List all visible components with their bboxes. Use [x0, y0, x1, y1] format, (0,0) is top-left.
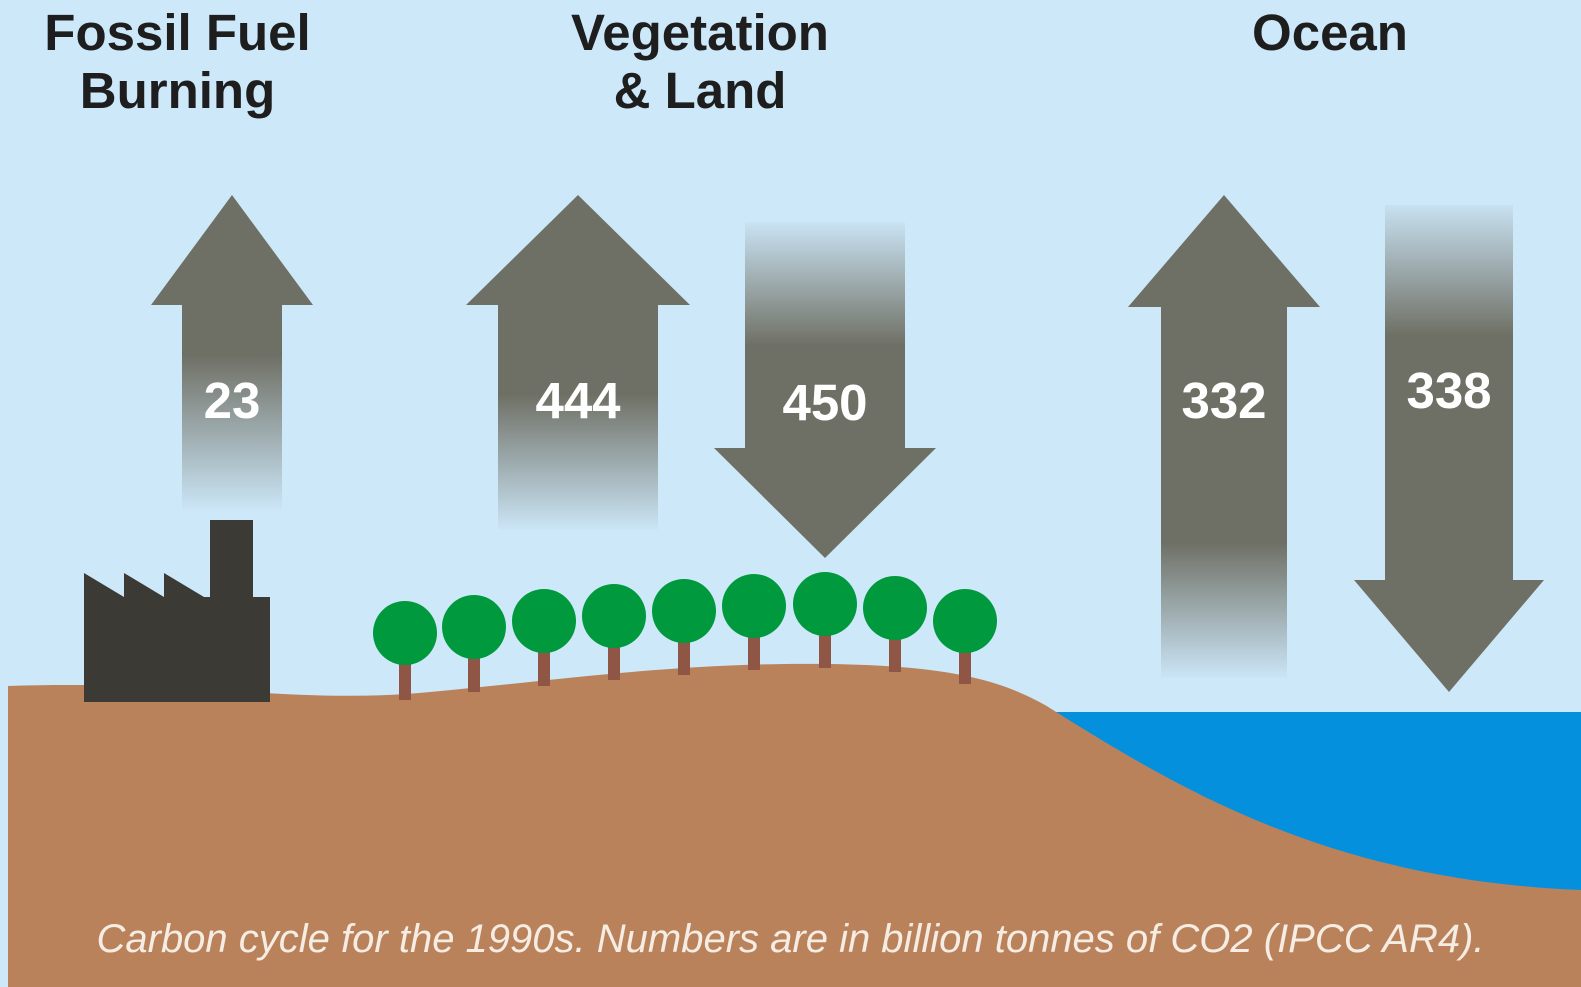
tree-icon [442, 595, 506, 692]
ocean-heading-line-1: Ocean [1252, 4, 1408, 61]
vegetation-heading-line-2: & Land [613, 62, 787, 119]
vegetation-land-heading: Vegetation & Land [480, 4, 920, 120]
factory-building [84, 573, 270, 702]
vegetation-heading-line-1: Vegetation [571, 4, 829, 61]
tree-canopy [722, 574, 786, 638]
fossil-fuel-heading-line-1: Fossil Fuel [44, 4, 311, 61]
tree-row [373, 572, 997, 700]
tree-canopy [442, 595, 506, 659]
tree-canopy [863, 576, 927, 640]
tree-canopy [933, 589, 997, 653]
vegetation-down-arrow: 450 [714, 222, 936, 558]
tree-icon [373, 601, 437, 700]
tree-canopy [582, 584, 646, 648]
vegetation-down-label: 450 [782, 374, 867, 431]
tree-icon [722, 574, 786, 670]
ocean-heading: Ocean [1180, 4, 1480, 62]
ocean-down-label: 338 [1406, 362, 1491, 419]
tree-icon [793, 572, 857, 668]
tree-icon [933, 589, 997, 684]
vegetation-up-label: 444 [535, 372, 621, 429]
vegetation-up-arrow: 444 [466, 195, 690, 530]
tree-icon [582, 584, 646, 680]
ocean-up-arrow: 332 [1128, 195, 1320, 678]
fossil-fuel-heading-line-2: Burning [79, 62, 276, 119]
fossil-up-label: 23 [204, 372, 261, 429]
land-ground [8, 663, 1581, 987]
tree-icon [652, 579, 716, 675]
tree-icon [512, 589, 576, 686]
tree-canopy [512, 589, 576, 653]
fossil-up-arrow: 23 [151, 195, 313, 520]
figure-caption: Carbon cycle for the 1990s. Numbers are … [96, 917, 1485, 961]
tree-canopy [373, 601, 437, 665]
tree-icon [863, 576, 927, 672]
tree-canopy [652, 579, 716, 643]
ocean-down-arrow: 338 [1354, 205, 1544, 692]
ocean-up-label: 332 [1181, 372, 1266, 429]
tree-canopy [793, 572, 857, 636]
fossil-fuel-heading: Fossil Fuel Burning [0, 4, 355, 120]
